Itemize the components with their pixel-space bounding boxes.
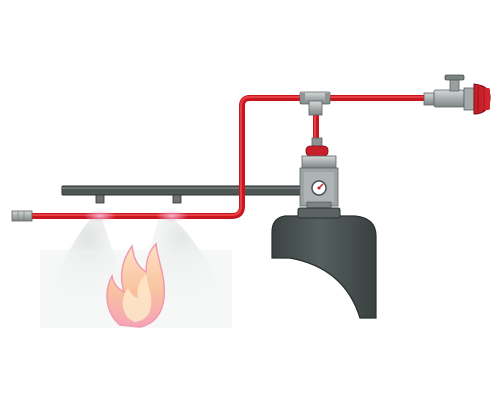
detection-tube [27,95,433,219]
nozzle-glow [84,210,188,222]
tube-end-icon [11,210,33,222]
cylinder-icon [271,207,377,319]
discharge-rail [61,185,317,196]
gauge-valve-icon[interactable] [299,137,339,209]
tee-icon [299,91,331,116]
nozzle-icon [95,194,182,204]
valve-red-knob-icon[interactable] [423,74,491,115]
flame-icon [106,242,166,328]
